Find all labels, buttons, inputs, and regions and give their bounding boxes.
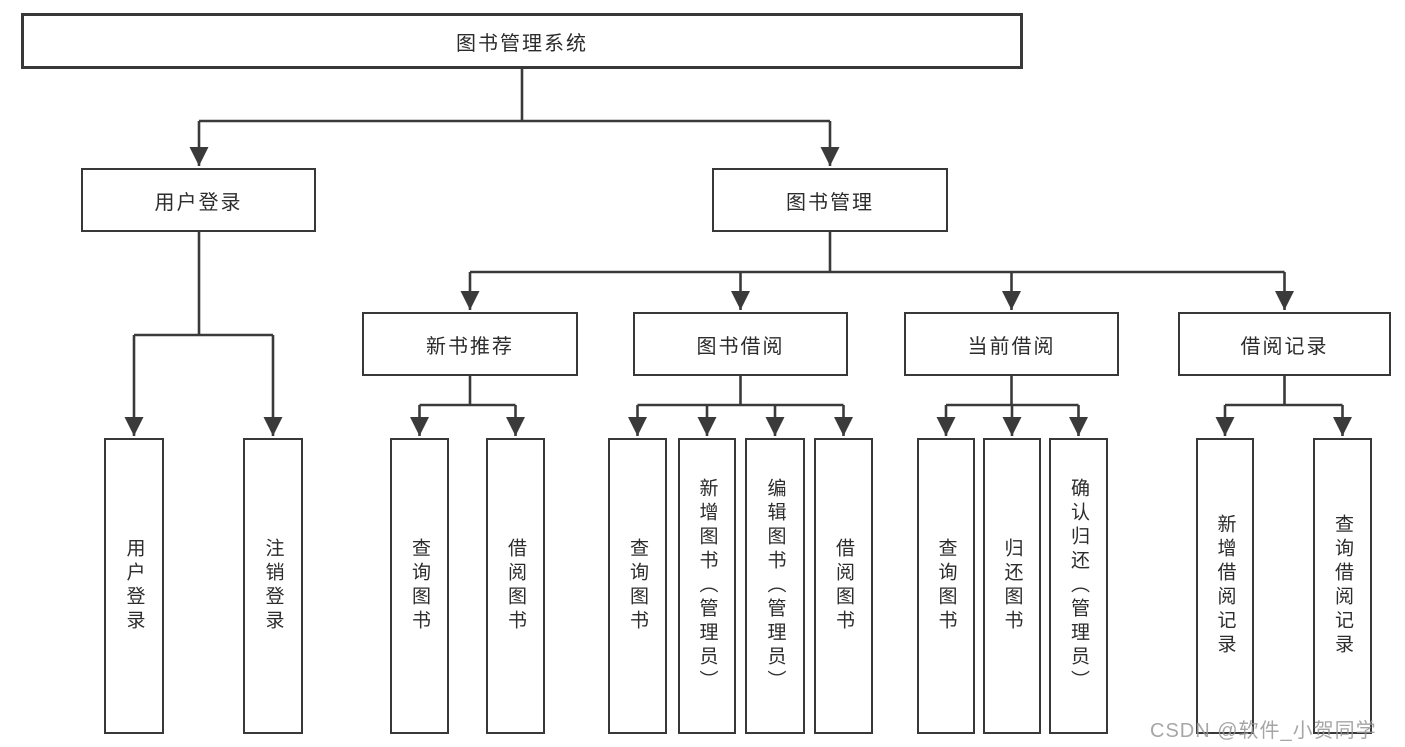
node-label: 用户登录 xyxy=(154,191,243,214)
node-label: 图书借阅 xyxy=(696,335,785,358)
leaf-bb-edit-books-admin: 编辑图书（管理员） xyxy=(745,438,805,734)
leaf-label: 注销登录 xyxy=(262,538,284,634)
leaf-br-add-record: 新增借阅记录 xyxy=(1196,438,1254,734)
node-label: 当前借阅 xyxy=(967,335,1056,358)
leaf-br-query-record: 查询借阅记录 xyxy=(1313,438,1372,734)
node-label: 新书推荐 xyxy=(426,335,514,358)
leaf-bb-add-books-admin: 新增图书（管理员） xyxy=(678,438,736,734)
leaf-bb-query-books: 查询图书 xyxy=(608,438,667,734)
node-book-borrow: 图书借阅 xyxy=(633,312,848,376)
node-label: 借阅记录 xyxy=(1240,335,1329,358)
leaf-cb-confirm-return-admin: 确认归还（管理员） xyxy=(1049,438,1108,734)
leaf-bb-borrow-books: 借阅图书 xyxy=(814,438,873,734)
node-user-login: 用户登录 xyxy=(81,168,316,232)
node-book-management: 图书管理 xyxy=(712,168,948,232)
leaf-nb-query-books: 查询图书 xyxy=(390,438,449,734)
leaf-label: 查询图书 xyxy=(409,538,430,634)
leaf-label: 用户登录 xyxy=(123,538,145,634)
leaf-label: 确认归还（管理员） xyxy=(1068,478,1089,694)
leaf-label: 查询借阅记录 xyxy=(1332,514,1353,658)
csdn-watermark: CSDN @软件_小贺同学 xyxy=(1150,720,1377,742)
leaf-label: 编辑图书（管理员） xyxy=(764,478,786,694)
leaf-logout: 注销登录 xyxy=(243,438,303,734)
node-label: 图书管理系统 xyxy=(456,32,588,55)
leaf-label: 借阅图书 xyxy=(505,538,526,634)
node-label: 图书管理 xyxy=(786,191,874,214)
node-library-management-system: 图书管理系统 xyxy=(21,13,1023,69)
leaf-cb-query-books: 查询图书 xyxy=(917,438,975,734)
node-borrow-records: 借阅记录 xyxy=(1178,312,1391,376)
node-current-borrow: 当前借阅 xyxy=(904,312,1119,376)
leaf-nb-borrow-books: 借阅图书 xyxy=(486,438,545,734)
leaf-label: 新增图书（管理员） xyxy=(696,478,718,694)
leaf-label: 查询图书 xyxy=(935,538,957,634)
node-new-book-recommend: 新书推荐 xyxy=(362,312,578,376)
leaf-label: 新增借阅记录 xyxy=(1214,514,1236,658)
leaf-label: 归还图书 xyxy=(1001,538,1023,634)
leaf-label: 借阅图书 xyxy=(833,538,854,634)
leaf-user-login: 用户登录 xyxy=(104,438,164,734)
leaf-cb-return-books: 归还图书 xyxy=(983,438,1041,734)
leaf-label: 查询图书 xyxy=(627,538,648,634)
